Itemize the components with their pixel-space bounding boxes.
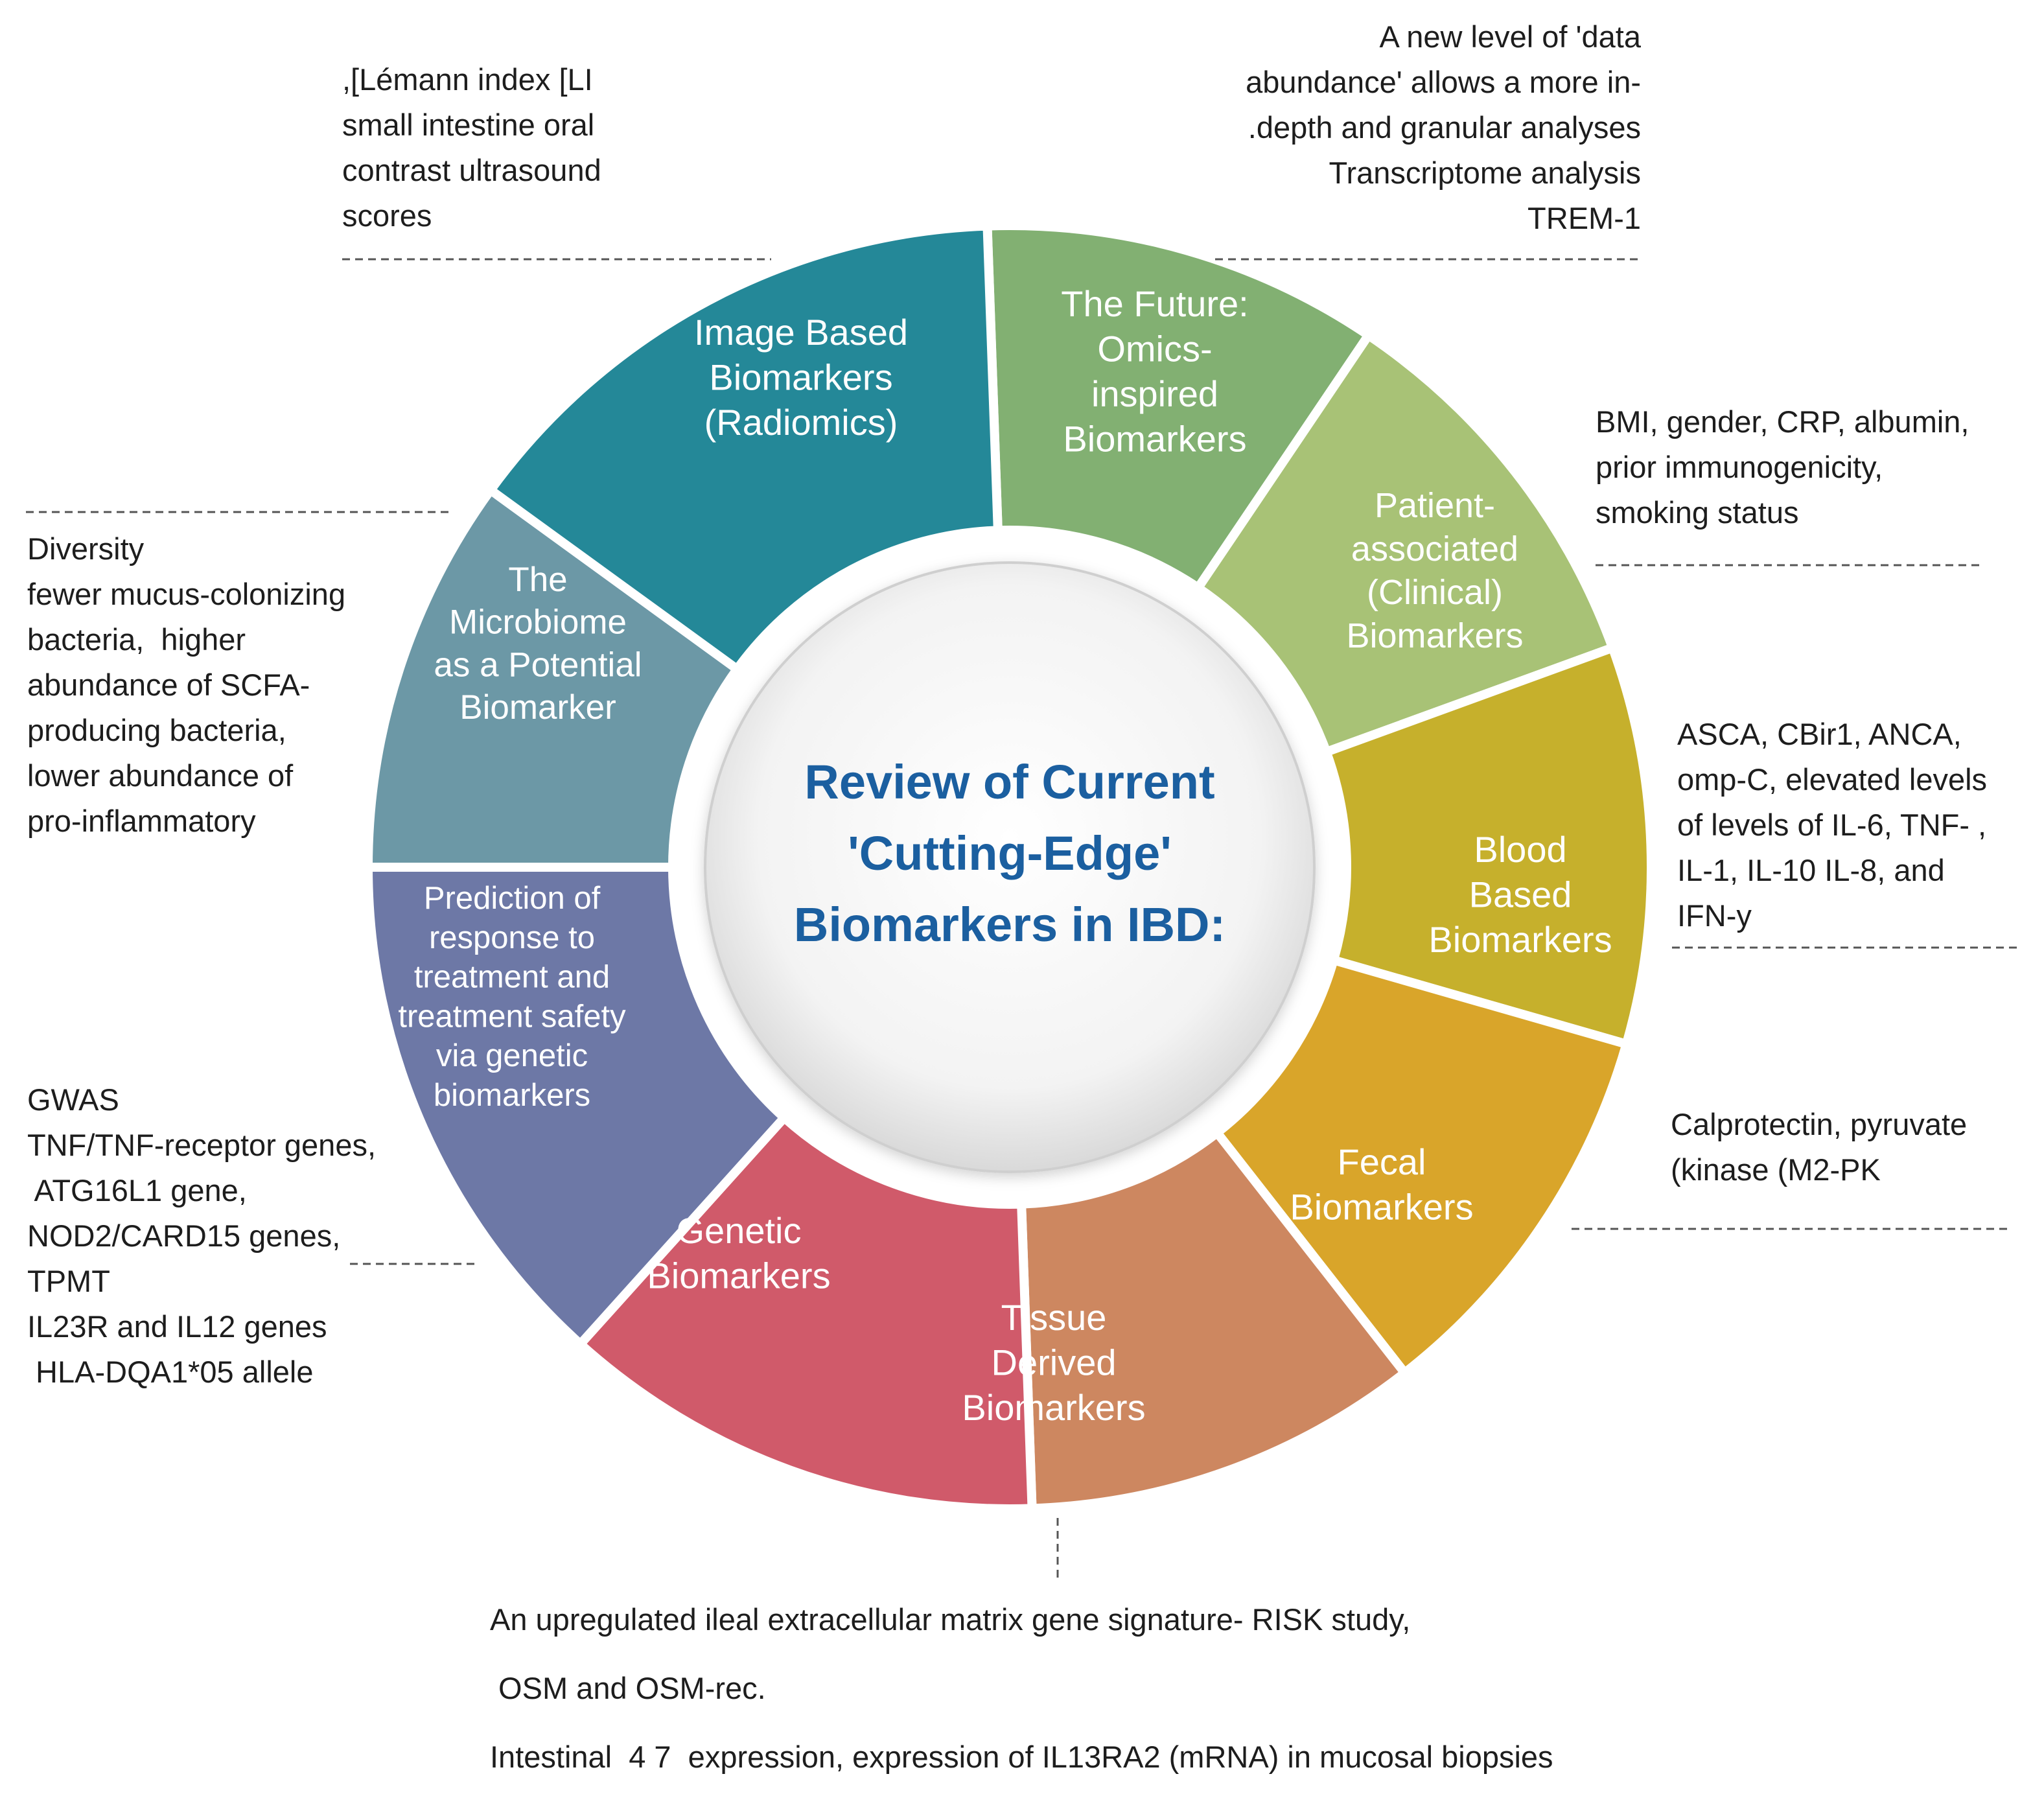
center-title-line: Review of Current <box>804 755 1214 809</box>
segment-label-prediction: Prediction of response to treatment and tre… <box>398 881 626 1113</box>
leader-lines <box>26 258 2022 1581</box>
segment-label-line: Omics- <box>1097 328 1212 369</box>
segment-label-line: Image Based <box>694 312 908 353</box>
segment-label-line: Biomarkers <box>1428 919 1612 960</box>
center-circle <box>704 561 1316 1173</box>
segment-label-line: Based <box>1469 874 1572 915</box>
annotation-genetic: GWAS TNF/TNF-receptor genes, ATG16L1 gen… <box>27 1082 377 1389</box>
segment-label-line: Prediction of <box>424 881 601 916</box>
segment-label-patient: Patient-associated (Clinical) Biomarkers <box>1346 486 1523 655</box>
segment-label-line: treatment safety <box>398 999 626 1034</box>
segment-label-line: Patient- <box>1375 486 1495 525</box>
center-title-line: 'Cutting-Edge' <box>848 826 1172 880</box>
segment-label-line: Biomarkers <box>709 356 892 397</box>
segment-label-line: Derived <box>992 1342 1117 1382</box>
segment-label-line: as a Potential <box>434 646 642 684</box>
annotation-image: ,[Lémann index [LI small intestine oral … <box>342 62 601 233</box>
center-title-line: Biomarkers in IBD: <box>794 898 1225 951</box>
center-title: Review of Current 'Cutting-Edge' Biomarker… <box>794 755 1225 951</box>
segment-label-line: Biomarkers <box>1063 418 1246 459</box>
segment-label-line: (Clinical) <box>1367 573 1503 612</box>
segment-label-line: treatment and <box>414 960 610 995</box>
segment-label-line: inspired <box>1091 373 1218 414</box>
segment-label-line: Biomarkers <box>1346 616 1523 655</box>
segment-label-line: Genetic <box>677 1210 802 1251</box>
segment-blood <box>1320 642 1656 1050</box>
segment-label-line: The Future: <box>1061 283 1248 324</box>
segment-label-line: Blood <box>1474 829 1566 870</box>
segment-label-line: Biomarkers <box>647 1255 830 1296</box>
segment-label-line: biomarkers <box>434 1078 590 1113</box>
segment-label-line: Biomarkers <box>1290 1186 1473 1227</box>
annotation-patient: BMI, gender, CRP, albumin, prior immunog… <box>1596 404 1969 530</box>
segment-ring <box>363 221 1656 1513</box>
annotation-fecal: Calprotectin, pyruvate (kinase (M2-PK <box>1671 1107 1968 1187</box>
segment-image <box>484 221 1003 676</box>
segment-label-line: Microbiome <box>449 603 627 642</box>
segment-label-line: response to <box>429 920 595 955</box>
segment-label-line: Biomarkers <box>962 1387 1145 1428</box>
segment-label-line: Biomarker <box>459 688 616 727</box>
segment-prediction <box>363 863 791 1351</box>
annotation-tissue-line-2: OSM and OSM-rec. <box>490 1671 766 1705</box>
segment-label-line: The <box>508 561 567 599</box>
segment-fecal <box>1211 954 1632 1379</box>
annotation-blood: ASCA, CBir1, ANCA, omp-C, elevated level… <box>1677 717 1988 933</box>
segment-label-line: associated <box>1351 530 1518 568</box>
annotation-tissue-line-1: An upregulated ileal extracellular matri… <box>490 1602 1411 1637</box>
segment-label-line: via genetic <box>436 1038 588 1073</box>
segment-label-line: (Radiomics) <box>704 402 898 443</box>
annotation-microbiome: Diversity fewer mucus-colonizing bacteri… <box>27 531 346 838</box>
segment-genetic <box>574 1111 1037 1513</box>
segment-patient <box>1192 329 1619 758</box>
segment-future <box>982 221 1375 594</box>
annotation-tissue-line-3: Intestinal 4 7 expression, expression of… <box>490 1740 1553 1774</box>
annotation-future: A new level of 'data abundance' allows a… <box>1246 19 1641 235</box>
segment-microbiome <box>363 484 744 872</box>
segment-tissue <box>1016 1126 1411 1513</box>
segment-label-line: Fecal <box>1338 1141 1426 1182</box>
segment-label-line: Tissue <box>1001 1297 1107 1338</box>
